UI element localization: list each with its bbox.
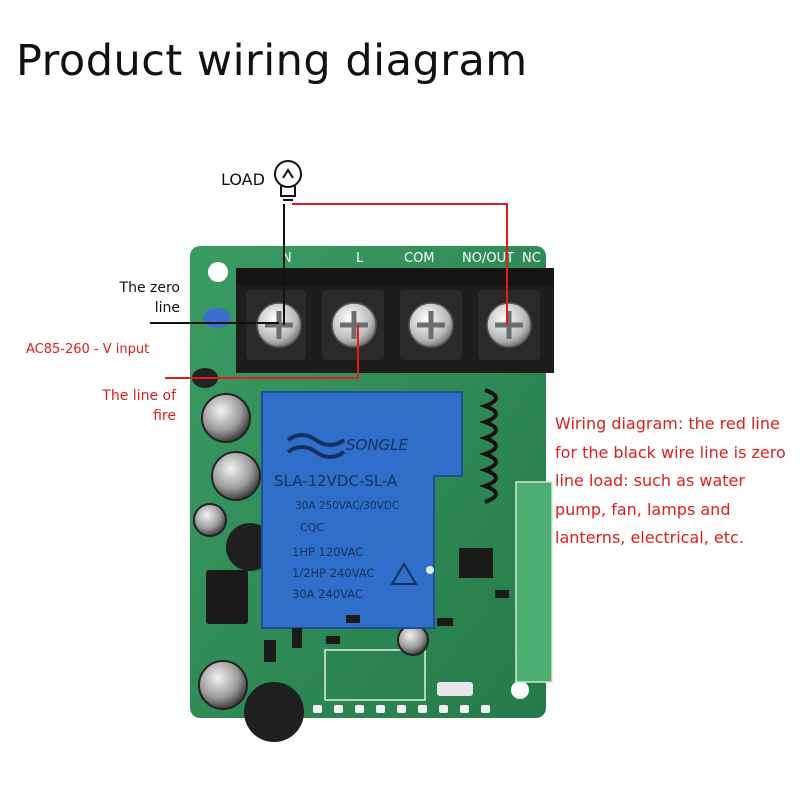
antenna-coil <box>479 388 498 504</box>
wire-fire-line <box>165 325 359 379</box>
fire-line-label: The line of fire <box>102 388 176 424</box>
rf-module <box>426 481 553 696</box>
capacitors-left <box>193 393 429 742</box>
load-label: LOAD <box>221 170 265 189</box>
zero-line-label: The zero line <box>119 280 180 316</box>
screw-l <box>331 302 377 348</box>
relay-brand: SONGLE <box>346 436 409 454</box>
blue-capacitor <box>203 308 231 328</box>
terminal-label-nc: NC <box>522 251 541 266</box>
light-bulb-icon <box>274 160 302 201</box>
screw-no-out <box>486 302 532 348</box>
screw-n <box>256 302 302 348</box>
screws <box>256 302 532 348</box>
wiring-note: Wiring diagram: the red line for the bla… <box>555 414 786 547</box>
small-components <box>264 590 509 662</box>
wire-red-load <box>292 203 508 325</box>
relay-rating-1: 30A 250VAC/30VDC <box>295 500 399 512</box>
relay: SONGLE SLA-12VDC-SL-A 30A 250VAC/30VDC C… <box>261 391 463 629</box>
terminal-label-no-out: NO/OUT <box>462 251 514 266</box>
ac-input-label: AC85-260 - V input <box>26 342 150 357</box>
wires <box>150 203 508 379</box>
relay-model: SLA-12VDC-SL-A <box>274 472 398 490</box>
page-title: Product wiring diagram <box>16 36 528 86</box>
songle-logo-icon <box>286 433 346 447</box>
terminal-labels: N L COM NO/OUT NC <box>282 251 541 266</box>
terminal-label-n: N <box>282 251 292 266</box>
relay-hp-1: 1HP 120VAC <box>292 545 363 559</box>
relay-cert: CQC <box>300 521 324 534</box>
relay-hp-2: 1/2HP 240VAC <box>292 566 375 580</box>
terminal-label-l: L <box>356 251 364 266</box>
terminal-label-com: COM <box>404 251 435 266</box>
screw-com <box>408 302 454 348</box>
relay-rating-2: 30A 240VAC <box>292 587 363 601</box>
warning-triangle-icon <box>390 562 418 585</box>
